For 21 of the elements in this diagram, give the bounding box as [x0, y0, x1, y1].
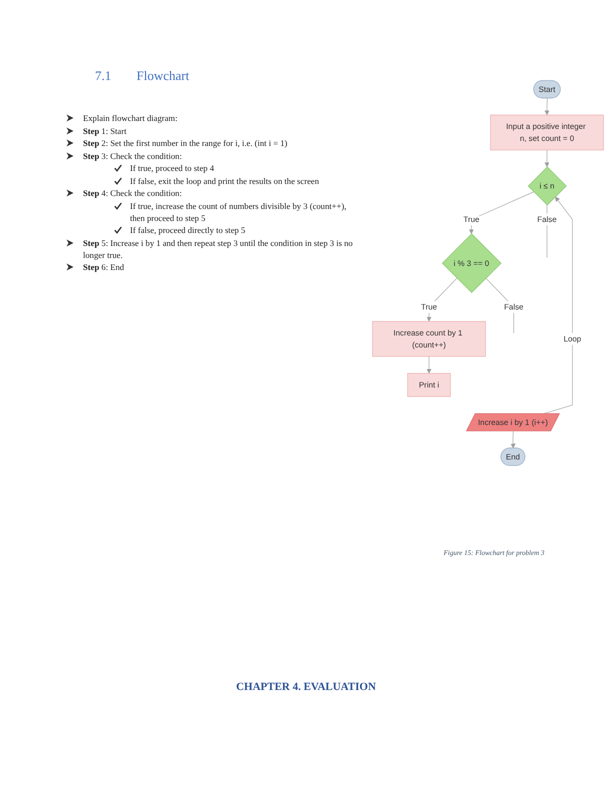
- connector: [486, 278, 514, 334]
- list-item-text: Step 5: Increase i by 1 and then repeat step 3 until the condition in step 3 is no longer true.: [83, 236, 354, 260]
- arrow: [544, 150, 550, 168]
- list-item-text: Explain flowchart diagram:: [83, 112, 178, 124]
- arrow: [544, 98, 550, 116]
- chapter-heading: CHAPTER 4. EVALUATION: [235, 681, 377, 693]
- list-item-text: Step 1: Start: [83, 124, 128, 136]
- list-item-text: If false, exit the loop and print the results on the screen: [130, 174, 320, 186]
- arrow: [426, 278, 458, 322]
- list-item-text: Step 2: Set the first number in the range for i, i.e. (int i = 1): [83, 137, 288, 149]
- section-heading: 7.1 Flowchart: [95, 68, 190, 84]
- arrow: [510, 431, 516, 448]
- list-item-text: Step 4: Check the condition:: [83, 187, 183, 199]
- list-item-text: If false, proceed directly to step 5: [130, 224, 246, 236]
- arrow: [468, 192, 534, 234]
- list-item-text: If true, proceed to step 4: [130, 162, 215, 174]
- list-item-text: Step 6: End: [83, 261, 126, 273]
- list-item-text: Step 3: Check the condition:: [83, 150, 183, 162]
- connector: [546, 204, 548, 258]
- arrow: [426, 356, 432, 374]
- list-item-text: If true, increase the count of numbers divisible by 3 (count++), then proceed to step 5: [130, 200, 348, 224]
